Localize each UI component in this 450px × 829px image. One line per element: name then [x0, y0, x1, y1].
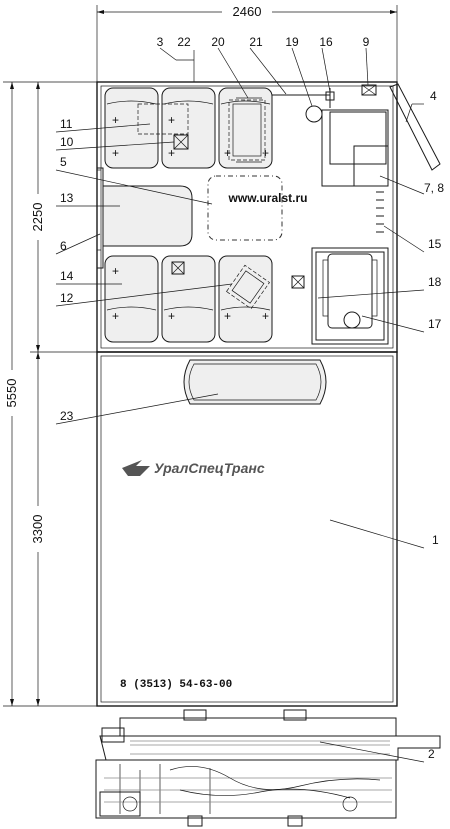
seat-row-front-left: + + + + + +	[104, 87, 273, 169]
cabin-length-label: 2250	[30, 203, 45, 232]
callout-17: 17	[428, 317, 442, 331]
central-floor-zone	[207, 175, 283, 241]
chassis-side-view	[95, 709, 441, 827]
total-length-label: 5550	[4, 379, 19, 408]
svg-text:+: +	[168, 309, 175, 323]
wall-cabinet-21	[272, 88, 335, 123]
brand-name: УралСпецТранс	[154, 460, 265, 476]
callout-5: 5	[60, 155, 67, 169]
svg-text:+: +	[224, 146, 231, 160]
cross-box-9	[361, 84, 377, 96]
callout-23: 23	[60, 409, 74, 423]
cargo-body-1	[96, 351, 398, 707]
callout-21: 21	[249, 35, 263, 49]
seat-row-rear-left: + + + + +	[104, 255, 273, 343]
callout-3: 3	[157, 35, 164, 49]
cross-box-seat	[171, 261, 185, 275]
side-bench-13	[96, 167, 193, 269]
heater-15	[376, 191, 384, 233]
callout-9: 9	[363, 35, 370, 49]
cabinet-17	[311, 247, 389, 345]
callout-7-8: 7, 8	[424, 181, 444, 195]
svg-text:+: +	[112, 264, 119, 278]
callout-4: 4	[430, 89, 437, 103]
svg-text:+: +	[112, 113, 119, 127]
callout-19: 19	[285, 35, 299, 49]
svg-text:+: +	[224, 309, 231, 323]
equipment-unit-7-8	[321, 109, 389, 187]
callout-11: 11	[60, 117, 73, 131]
callout-6: 6	[60, 239, 67, 253]
svg-text:+: +	[262, 146, 269, 160]
svg-text:+: +	[112, 146, 119, 160]
svg-text:+: +	[112, 309, 119, 323]
callout-14: 14	[60, 269, 74, 283]
folding-table	[137, 103, 189, 135]
website-text: www.uralst.ru	[228, 191, 308, 205]
dimension-width: 2460	[96, 4, 398, 82]
stretcher-20	[228, 97, 266, 163]
svg-text:+: +	[168, 113, 175, 127]
dimension-cabin-length: 2250	[30, 82, 97, 353]
phone-number: 8 (3513) 54-63-00	[120, 679, 232, 691]
callout-10: 10	[60, 135, 74, 149]
svg-text:+: +	[262, 309, 269, 323]
leader-lines	[55, 47, 425, 763]
svg-text:+: +	[168, 146, 175, 160]
callout-18: 18	[428, 275, 442, 289]
callout-20: 20	[211, 35, 225, 49]
callout-15: 15	[428, 237, 442, 251]
width-dimension-label: 2460	[233, 4, 262, 19]
callout-16: 16	[319, 35, 333, 49]
brand-logo: УралСпецТранс	[122, 460, 265, 476]
callout-1: 1	[432, 533, 439, 547]
callout-labels: 3 22 20 21 19 16 9 4 7, 8 15 18 17 1 2 1…	[60, 35, 444, 761]
dimension-total-length: 5550	[3, 81, 97, 707]
callout-22: 22	[177, 35, 191, 49]
body-length-label: 3300	[30, 515, 45, 544]
dimension-body-length: 3300	[30, 352, 46, 706]
callout-12: 12	[60, 291, 74, 305]
callout-2: 2	[428, 747, 435, 761]
open-door	[389, 83, 441, 171]
callout-13: 13	[60, 191, 74, 205]
spare-wheel-23	[183, 359, 327, 405]
cross-box-18	[291, 275, 305, 289]
